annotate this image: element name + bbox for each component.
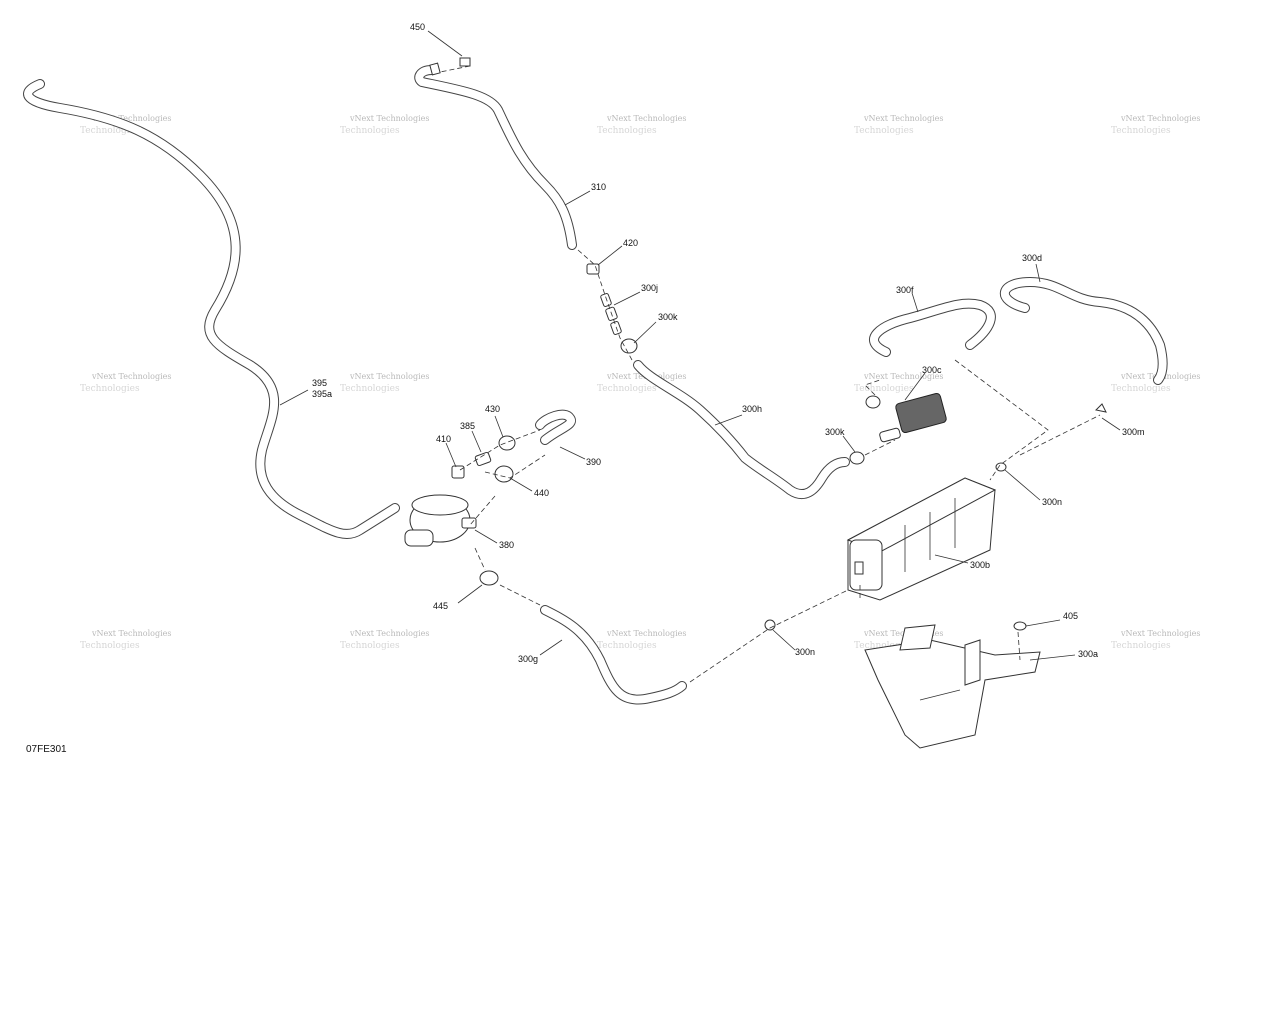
diagram-code: 07FE301 [26,744,67,755]
hose-395 [23,79,400,539]
watermark-text: vNext Technologies [863,629,943,638]
fitting-420 [586,263,600,275]
hose-300h [633,360,850,500]
callout-300h: 300h [742,404,762,414]
callout-300b: 300b [970,560,990,570]
watermark-text: Technologies [80,641,140,651]
clamp-445 [479,570,499,586]
watermark-text: Technologies [1111,126,1171,136]
watermark-text: vNext Technologies [1120,114,1200,123]
callout-380: 380 [499,540,514,550]
callout-395a: 395a [312,389,332,399]
watermark-text: Technologies [597,126,657,136]
clamp-300m [1094,403,1107,413]
watermark-text: Technologies [340,126,400,136]
watermark-text: vNext Technologies [1120,629,1200,638]
clip-450 [429,57,471,76]
watermark-text: Technologies [854,384,914,394]
callout-300k-top: 300k [658,312,678,322]
watermark-row-2: vNext Technologies Technologies vNext Te… [80,372,1200,394]
watermark-text: vNext Technologies [349,114,429,123]
watermark-text: vNext Technologies [349,372,429,381]
fitting-410 [451,465,465,479]
leader-lines [279,30,1121,661]
callout-300j: 300j [641,283,658,293]
watermark-text: Technologies [340,384,400,394]
watermark-text: Technologies [1111,641,1171,651]
clamp-430 [498,435,516,451]
callout-450: 450 [410,22,425,32]
watermark-text: Technologies [80,384,140,394]
clamp-440 [494,465,514,483]
callout-300k-mid: 300k [825,427,845,437]
watermark-text: vNext Technologies [863,114,943,123]
clamp-300k-top [620,338,638,354]
callout-labels: 450 310 420 300j 300k 395 395a 430 385 4… [312,22,1145,664]
watermark-text: vNext Technologies [606,114,686,123]
watermarks: vNext Technologies Technologies vNext Te… [80,114,1200,651]
watermark-text: Technologies [80,126,140,136]
callout-300f: 300f [896,285,914,295]
callout-440: 440 [534,488,549,498]
pump-380 [404,494,477,547]
callout-445: 445 [433,601,448,611]
callout-385: 385 [460,421,475,431]
watermark-text: vNext Technologies [863,372,943,381]
connection-lines [439,65,1101,683]
elbow-390 [535,409,576,445]
callout-300n-right: 300n [1042,497,1062,507]
callout-300n-left: 300n [795,647,815,657]
bracket-300a [864,624,1041,749]
watermark-text: Technologies [597,384,657,394]
clamp-300n-right [995,462,1007,472]
callout-420: 420 [623,238,638,248]
hose-310 [414,65,577,250]
callout-300d: 300d [1022,253,1042,263]
callout-390: 390 [586,457,601,467]
callout-410: 410 [436,434,451,444]
callout-300m: 300m [1122,427,1145,437]
callout-310: 310 [591,182,606,192]
hose-300g [540,605,687,705]
callout-430: 430 [485,404,500,414]
hose-300f [869,298,996,357]
clamp-300k-mid [849,451,865,465]
connector-385 [474,451,492,467]
callout-395: 395 [312,378,327,388]
watermark-text: Technologies [854,126,914,136]
callout-300c: 300c [922,365,942,375]
watermark-text: Technologies [1111,384,1171,394]
watermark-text: vNext Technologies [91,114,171,123]
callout-300a: 300a [1078,649,1098,659]
watermark-text: Technologies [597,641,657,651]
callout-300g: 300g [518,654,538,664]
watermark-row-3: vNext Technologies Technologies vNext Te… [80,629,1200,651]
watermark-row-1: vNext Technologies Technologies vNext Te… [80,114,1200,136]
valve-300c [865,392,947,443]
watermark-text: vNext Technologies [349,629,429,638]
connector-300j [600,293,622,335]
callout-405: 405 [1063,611,1078,621]
watermark-text: vNext Technologies [91,629,171,638]
watermark-text: vNext Technologies [606,629,686,638]
watermark-text: Technologies [854,641,914,651]
hose-300d [999,277,1168,385]
watermark-text: Technologies [340,641,400,651]
fastener-405 [1013,621,1027,631]
watermark-text: vNext Technologies [91,372,171,381]
clamp-300n-left [764,619,776,631]
canister-300b [846,477,997,601]
